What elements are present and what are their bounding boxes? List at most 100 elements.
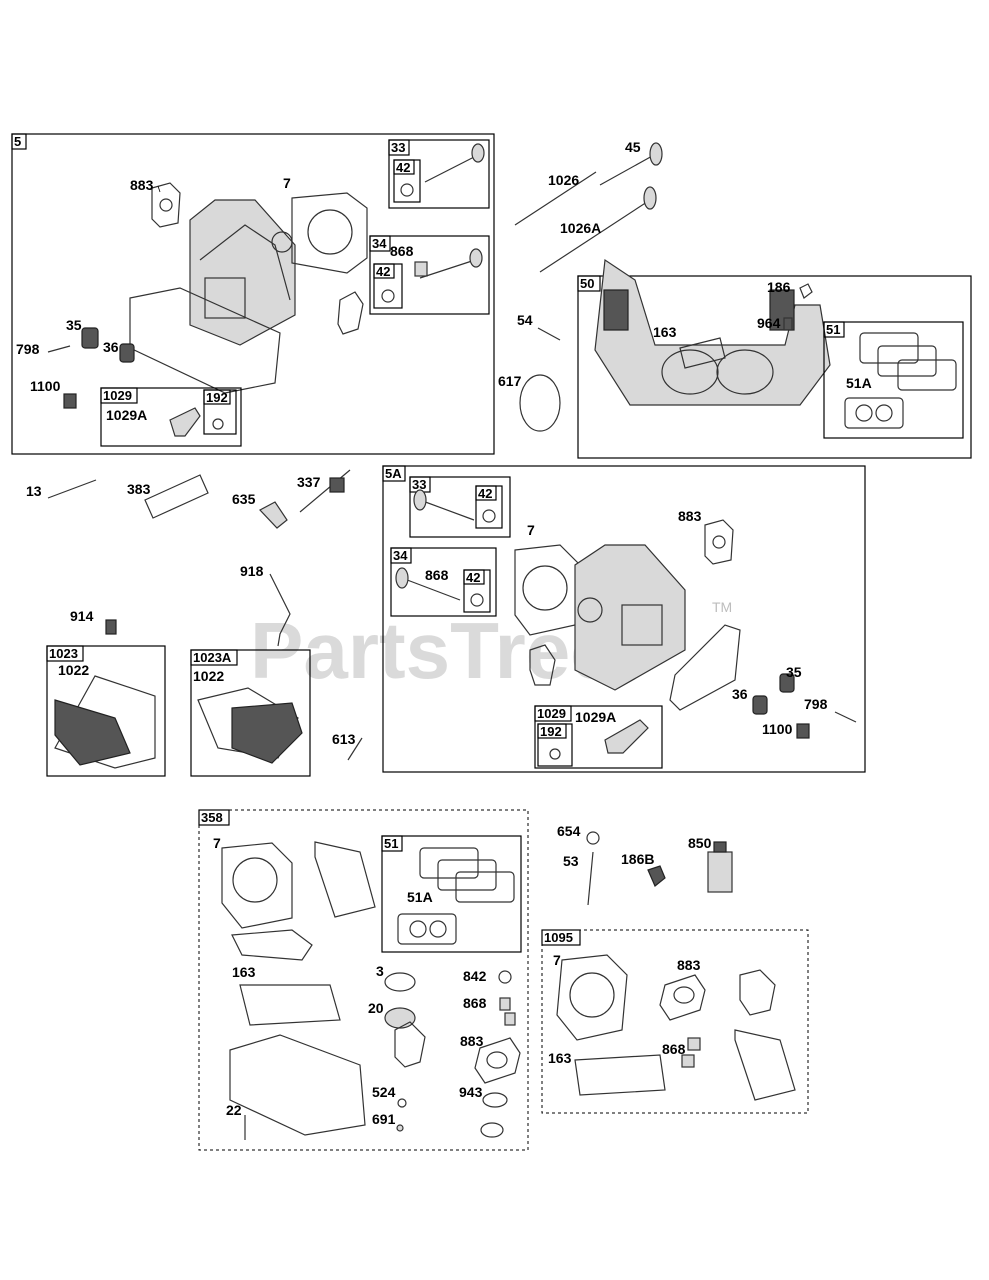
- part-35-spring-b[interactable]: [779, 673, 795, 693]
- group-tag-34-b: 34: [393, 548, 408, 563]
- label-883-d: 883: [677, 957, 701, 973]
- part-1026-pushrod[interactable]: [514, 171, 597, 226]
- part-654-nut[interactable]: [586, 831, 600, 845]
- part-intake-gasket-d[interactable]: [739, 969, 776, 1016]
- group-tag-51: 51: [826, 322, 840, 337]
- part-20-seal[interactable]: [384, 1007, 416, 1029]
- label-524: 524: [372, 1084, 396, 1100]
- part-51A-gaskets[interactable]: [844, 332, 957, 429]
- part-cylinder-head-b[interactable]: [574, 544, 686, 691]
- part-13-bolt[interactable]: [47, 479, 97, 499]
- label-868-c: 868: [463, 995, 487, 1011]
- part-918-tube[interactable]: [269, 573, 291, 647]
- label-20: 20: [368, 1000, 384, 1016]
- part-small-gasket-b[interactable]: [529, 644, 556, 686]
- part-163-gasket-c[interactable]: [239, 984, 341, 1026]
- part-192-nut[interactable]: [212, 418, 224, 430]
- part-964[interactable]: [783, 317, 793, 331]
- group-tag-192-b: 192: [540, 724, 562, 739]
- label-654: 654: [557, 823, 581, 839]
- part-42-keeper-b[interactable]: [381, 289, 395, 303]
- part-33-valve[interactable]: [424, 143, 485, 183]
- part-gasket-c[interactable]: [231, 929, 313, 961]
- part-850-sealant-tube[interactable]: [707, 841, 733, 893]
- part-42-keeper[interactable]: [400, 183, 414, 197]
- part-1029A-rocker[interactable]: [169, 407, 201, 437]
- part-54-bolt[interactable]: [537, 327, 561, 341]
- label-1026: 1026: [548, 172, 579, 188]
- label-7-d: 7: [553, 952, 561, 968]
- part-883-gasket[interactable]: [151, 182, 181, 228]
- part-914-screw[interactable]: [105, 619, 117, 635]
- part-51A-gaskets-b[interactable]: [397, 847, 515, 945]
- part-1100-b[interactable]: [796, 723, 810, 739]
- part-1026A-valve[interactable]: [539, 186, 657, 273]
- part-186-fitting[interactable]: [799, 283, 813, 299]
- label-7: 7: [283, 175, 291, 191]
- part-868-seals[interactable]: [499, 997, 516, 1026]
- part-192-nut-b[interactable]: [549, 748, 561, 760]
- label-691: 691: [372, 1111, 396, 1127]
- part-42-keeper-c[interactable]: [482, 509, 496, 523]
- part-798-stud-b[interactable]: [834, 711, 857, 723]
- part-1029A-rocker-b[interactable]: [604, 719, 649, 754]
- part-small-gasket[interactable]: [337, 291, 364, 335]
- part-943-ring[interactable]: [482, 1092, 508, 1108]
- part-842[interactable]: [498, 970, 512, 984]
- part-1100[interactable]: [63, 393, 77, 409]
- part-valve-cover-gasket-d[interactable]: [734, 1029, 796, 1101]
- part-691[interactable]: [396, 1124, 404, 1132]
- part-7-head-gasket-c[interactable]: [221, 842, 293, 929]
- part-883-gasket-b[interactable]: [704, 519, 734, 565]
- part-cylinder-head[interactable]: [189, 199, 296, 346]
- part-valve-cover-b[interactable]: [197, 687, 303, 764]
- part-617-gasket[interactable]: [519, 374, 561, 432]
- part-34-valve-b[interactable]: [395, 567, 461, 601]
- group-358: 358 7 163 3 20 51 51A 842: [198, 809, 529, 1151]
- label-7-b: 7: [527, 522, 535, 538]
- part-36-spring[interactable]: [119, 343, 135, 363]
- part-rocker-gasket-b[interactable]: [669, 624, 741, 711]
- part-35-spring[interactable]: [81, 327, 99, 349]
- label-51A: 51A: [846, 375, 872, 391]
- part-33-valve-b[interactable]: [413, 489, 475, 521]
- part-intake-manifold[interactable]: [594, 258, 831, 406]
- part-868-seal[interactable]: [414, 261, 428, 277]
- part-163-gasket-d[interactable]: [574, 1054, 666, 1096]
- part-valve-cover-gasket-c[interactable]: [314, 841, 376, 918]
- part-613-screw[interactable]: [347, 737, 363, 761]
- part-163-gasket[interactable]: [679, 337, 726, 369]
- group-tag-42: 42: [396, 160, 410, 175]
- part-crankcase-gasket[interactable]: [229, 1034, 366, 1136]
- label-35-b: 35: [786, 664, 802, 680]
- part-383-breather[interactable]: [144, 474, 209, 519]
- group-5: 5 883 7 33 42: [11, 133, 495, 455]
- part-883-gasket-d[interactable]: [659, 974, 706, 1021]
- part-524[interactable]: [397, 1098, 407, 1108]
- part-36-spring-b[interactable]: [752, 695, 768, 715]
- label-868: 868: [390, 243, 414, 259]
- part-337-spark-plug[interactable]: [299, 469, 351, 513]
- part-635-elbow[interactable]: [259, 501, 288, 529]
- part-943-ring-b[interactable]: [480, 1122, 504, 1138]
- label-54: 54: [517, 312, 533, 328]
- part-7-head-gasket-d[interactable]: [556, 954, 628, 1041]
- part-798-stud[interactable]: [47, 345, 71, 353]
- label-13: 13: [26, 483, 42, 499]
- label-163-c: 163: [548, 1050, 572, 1066]
- part-34-valve[interactable]: [419, 248, 483, 279]
- part-53-stud[interactable]: [587, 851, 594, 906]
- group-tag-42-b: 42: [376, 264, 390, 279]
- part-45-valve[interactable]: [599, 142, 663, 186]
- label-1029A-b: 1029A: [575, 709, 616, 725]
- part-7-head-gasket[interactable]: [291, 192, 368, 274]
- part-3-seal[interactable]: [384, 972, 416, 992]
- part-186B-fitting[interactable]: [647, 865, 666, 887]
- part-883-gasket-c[interactable]: [474, 1037, 521, 1084]
- part-42-keeper-d[interactable]: [470, 593, 484, 607]
- label-186: 186: [767, 279, 791, 295]
- label-883-c: 883: [460, 1033, 484, 1049]
- part-868-seals-d[interactable]: [681, 1037, 701, 1068]
- part-intake-gasket-c[interactable]: [394, 1021, 426, 1068]
- part-valve-cover[interactable]: [54, 675, 156, 769]
